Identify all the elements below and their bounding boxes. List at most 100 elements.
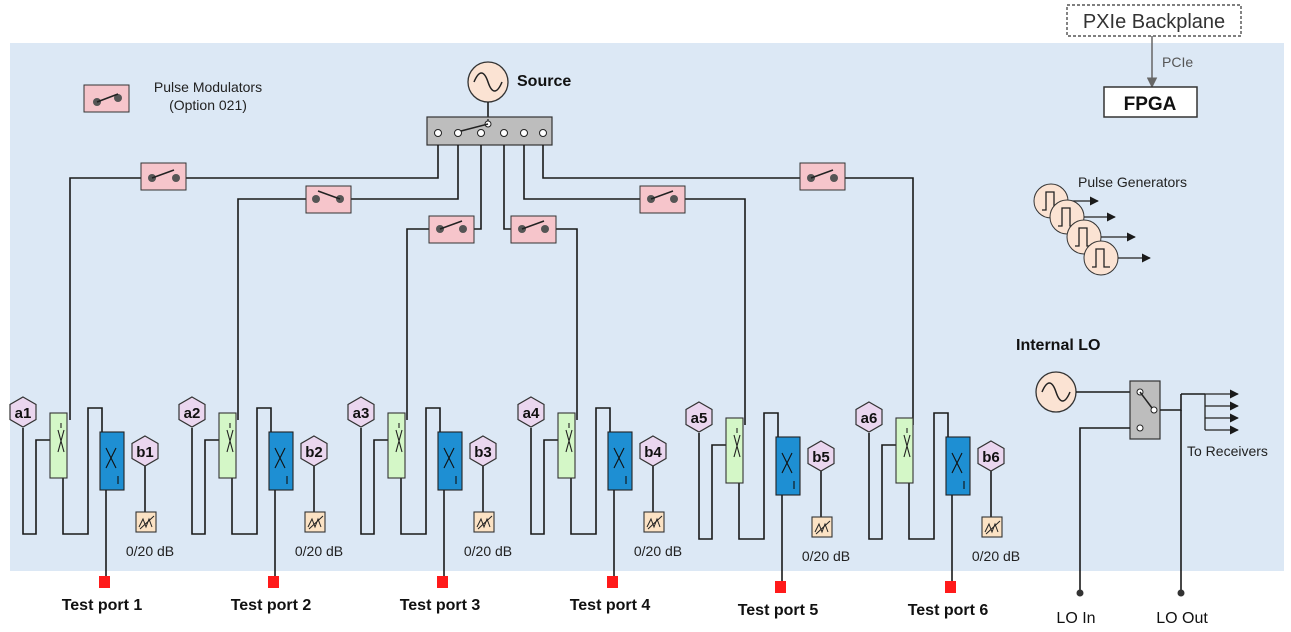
receiver-a-hex (685, 401, 713, 433)
pulse-icon (1075, 227, 1093, 247)
backplane-box (1066, 4, 1242, 37)
receiver-b-label: b2 (305, 444, 323, 461)
attenuator-label: 0/20 dB (972, 548, 1020, 564)
attenuator (643, 511, 665, 533)
test-port-connector (437, 576, 448, 588)
receiver-b-hex (977, 440, 1005, 472)
coupler-icon (781, 452, 795, 489)
fpga-label: FPGA (1124, 94, 1177, 115)
coupler-green (895, 417, 914, 484)
channel-5: a5 b5 0/20 dB Test port 5 (685, 401, 850, 619)
receiver-b-label: b5 (812, 449, 830, 466)
attenuator (304, 511, 326, 533)
attenuator (811, 516, 833, 538)
lo-in-connector (1076, 589, 1084, 597)
receiver-b-hex (469, 435, 497, 467)
attenuator-icon (646, 515, 663, 530)
attenuator-label: 0/20 dB (634, 543, 682, 559)
coupler-icon (565, 423, 573, 453)
coupler-icon (274, 447, 288, 484)
receiver-a-hex (347, 396, 375, 428)
pulse-modulator-5 (639, 185, 686, 214)
coupler-icon (443, 447, 457, 484)
lo-switch (1129, 380, 1161, 440)
lo-out-connector (1177, 589, 1185, 597)
attenuator (135, 511, 157, 533)
coupler-link-wire (400, 407, 441, 535)
attenuator-label: 0/20 dB (295, 543, 343, 559)
coupler-icon (395, 423, 403, 453)
coupler-link-wire (908, 412, 949, 540)
test-port-connector (775, 581, 786, 593)
attenuator-icon (138, 515, 155, 530)
test-port-label: Test port 6 (908, 602, 989, 619)
coupler-icon (951, 452, 965, 489)
attenuator-icon (476, 515, 493, 530)
receiver-a-hex (855, 401, 883, 433)
coupler-icon (613, 447, 627, 484)
receiver-b-hex (807, 440, 835, 472)
sine-wave-icon (1041, 382, 1071, 402)
coupler-icon (903, 428, 911, 458)
coupler-icon (57, 423, 65, 453)
source-switch (426, 116, 553, 146)
receiver-b-hex (300, 435, 328, 467)
source-label: Source (517, 73, 571, 90)
attenuator-icon (814, 520, 831, 535)
attenuator-label: 0/20 dB (802, 548, 850, 564)
attenuator-icon (984, 520, 1001, 535)
legend-line2: (Option 021) (169, 97, 247, 113)
pulse-generators (1033, 183, 1151, 276)
coupler-green (387, 412, 406, 479)
lo-out-label: LO Out (1156, 610, 1208, 627)
pulse-generator-4 (1083, 240, 1151, 276)
coupler-link-wire (738, 412, 779, 540)
receiver-a-label: a3 (353, 405, 370, 422)
receiver-a-label: a6 (861, 410, 878, 427)
attenuator (981, 516, 1003, 538)
test-port-label: Test port 2 (231, 597, 312, 614)
sine-wave-icon (473, 72, 503, 92)
receiver-a-wire (22, 428, 50, 535)
pulse-modulator-6 (799, 162, 846, 191)
receiver-a-label: a5 (691, 410, 708, 427)
receiver-a-hex (9, 396, 37, 428)
to-receivers-arrows (1204, 389, 1239, 435)
receiver-b-hex (131, 435, 159, 467)
receiver-b-label: b1 (136, 444, 154, 461)
receiver-a-hex (178, 396, 206, 428)
test-port-label: Test port 5 (738, 602, 819, 619)
internal-lo-label: Internal LO (1016, 337, 1100, 354)
test-port-label: Test port 1 (62, 597, 143, 614)
receiver-a-label: a2 (184, 405, 201, 422)
fpga-box (1103, 86, 1198, 118)
test-port-connector (268, 576, 279, 588)
source-oscillator (467, 61, 509, 103)
coupler-icon (105, 447, 119, 484)
channel-6: a6 b6 0/20 dB Test port 6 (855, 401, 1020, 619)
receiver-a-label: a4 (523, 405, 540, 422)
coupler-green (725, 417, 744, 484)
pulse-generators-label: Pulse Generators (1078, 174, 1187, 190)
instrument-panel (10, 43, 1284, 571)
pulse-modulator-3 (428, 215, 475, 244)
test-port-connector (99, 576, 110, 588)
to-receivers-label: To Receivers (1187, 443, 1268, 459)
coupler-link-wire (62, 407, 103, 535)
backplane-label: PXIe Backplane (1083, 11, 1225, 33)
receiver-a-wire (360, 428, 388, 535)
receiver-b-label: b6 (982, 449, 1000, 466)
coupler-green (557, 412, 576, 479)
pulse-modulator-1 (140, 162, 187, 191)
receiver-a-wire (868, 433, 896, 540)
test-port-label: Test port 4 (570, 597, 651, 614)
pulse-modulator-4 (510, 215, 557, 244)
coupler-icon (733, 428, 741, 458)
pcie-label: PCIe (1162, 54, 1193, 70)
receiver-b-label: b3 (474, 444, 492, 461)
coupler-blue (775, 436, 801, 496)
